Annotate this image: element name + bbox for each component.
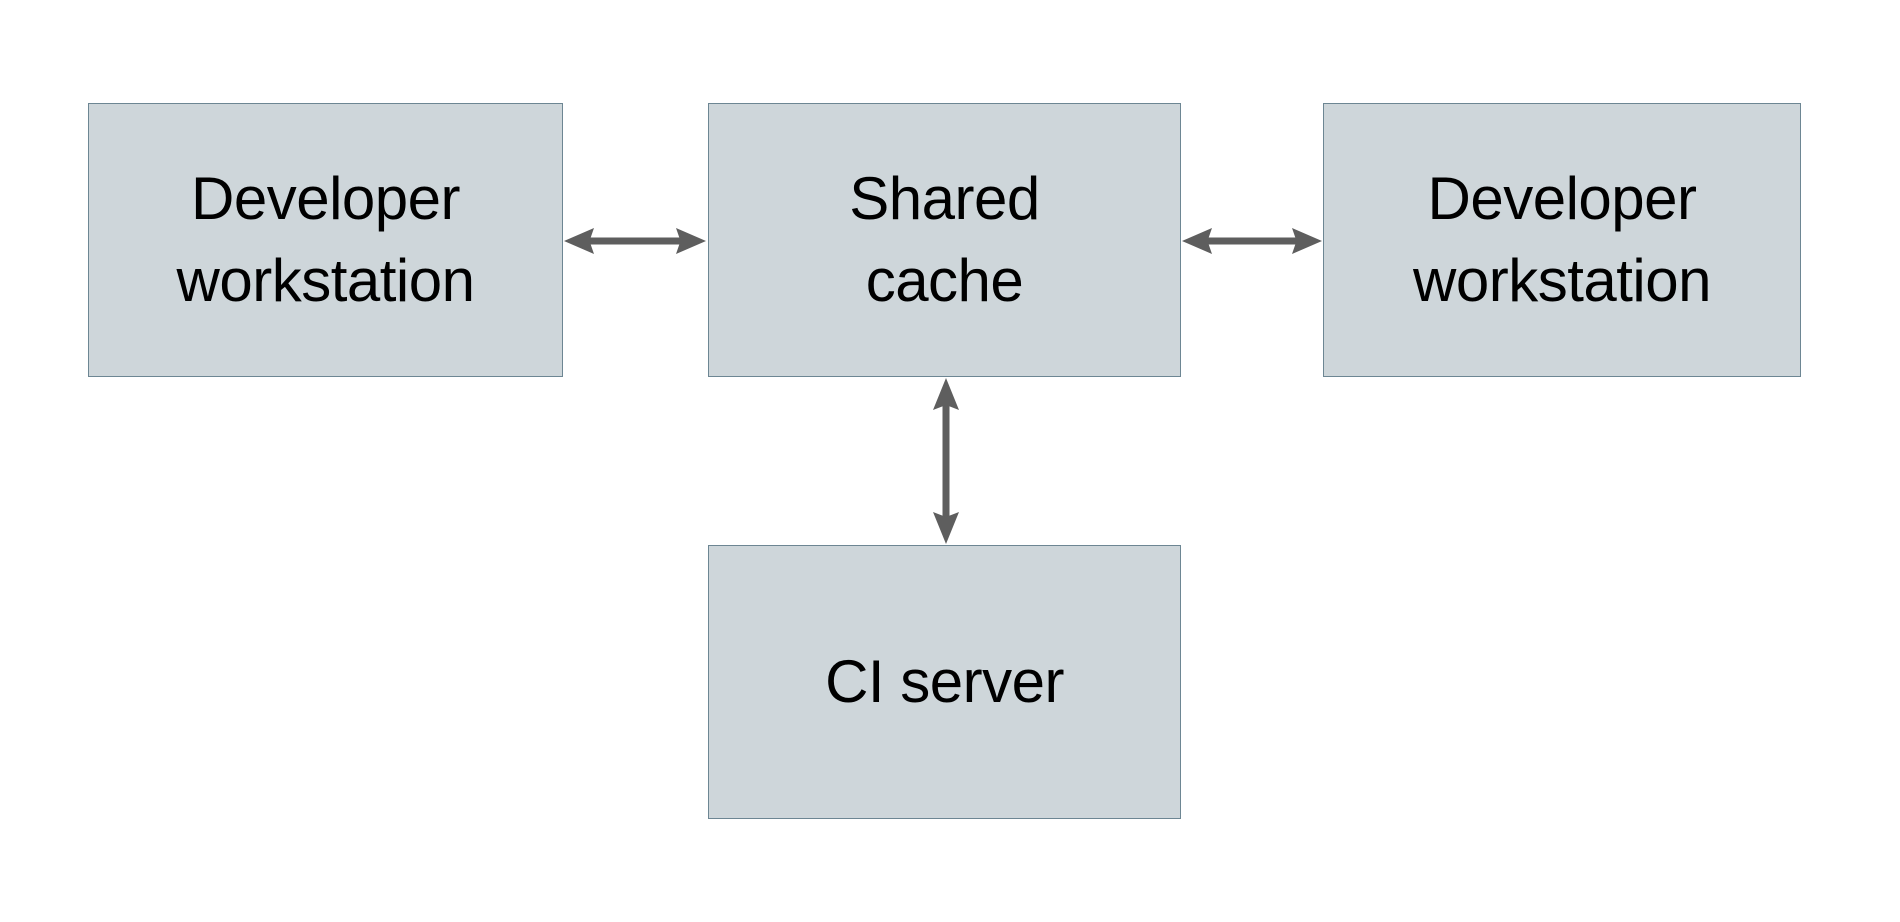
node-label: Developer workstation: [1413, 165, 1711, 314]
edge-shared-cache-to-ci-server: [933, 378, 959, 544]
node-label: Shared cache: [849, 165, 1040, 314]
double-headed-arrow-icon: [1182, 228, 1322, 254]
node-label: CI server: [825, 648, 1064, 716]
node-shared-cache[interactable]: Shared cache: [708, 103, 1181, 377]
edge-shared-cache-to-developer-workstation-right: [1182, 228, 1322, 254]
node-ci-server[interactable]: CI server: [708, 545, 1181, 819]
edge-developer-workstation-left-to-shared-cache: [564, 228, 706, 254]
node-label: Developer workstation: [176, 165, 475, 314]
double-headed-arrow-icon: [564, 228, 706, 254]
node-developer-workstation-right[interactable]: Developer workstation: [1323, 103, 1801, 377]
node-developer-workstation-left[interactable]: Developer workstation: [88, 103, 563, 377]
double-headed-arrow-icon: [933, 378, 959, 544]
